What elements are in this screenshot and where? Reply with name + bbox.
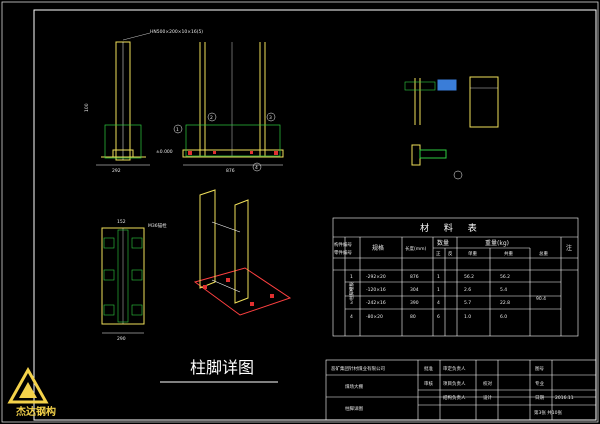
table-row: 2 -120×16 304 1 2.6 5.4 (350, 287, 507, 293)
svg-text:-292×20: -292×20 (366, 274, 386, 280)
title-block (325, 359, 597, 421)
label-discipline: 专业 (535, 380, 544, 387)
table-row: 3 -242×16 390 4 5.7 22.8 (350, 300, 510, 306)
table-row: 1 -292×20 876 1 56.2 56.2 (350, 274, 510, 280)
header-qty: 数量 (437, 239, 449, 247)
svg-text:-80×20: -80×20 (366, 314, 383, 320)
svg-text:-120×16: -120×16 (366, 287, 386, 293)
member-name: 柱脚埋板 (348, 282, 355, 300)
svg-text:1: 1 (437, 274, 440, 280)
svg-text:2.6: 2.6 (464, 287, 471, 293)
label-drawing-no: 图号 (535, 366, 544, 372)
sheet-number: 第3张 共10张 (534, 409, 563, 416)
label-design: 设计 (483, 394, 492, 401)
material-table-title: 材 料 表 (420, 222, 483, 234)
svg-text:4: 4 (350, 314, 353, 320)
column-section-label: HN500×200×10×16(5) (150, 29, 203, 35)
label-approve: 批准 (424, 365, 433, 372)
svg-text:56.2: 56.2 (464, 274, 474, 280)
label-date: 日期 (535, 395, 544, 401)
side-width-dim: 876 (226, 168, 235, 174)
drawing-name: 柱脚详图 (345, 405, 363, 412)
connection-detail-view (404, 76, 499, 180)
callout-3: 3 (269, 115, 272, 121)
design-name: 结构负责人 (443, 394, 466, 401)
header-qty-pos: 正 (436, 251, 441, 257)
front-width-dim: 292 (112, 168, 121, 174)
plan-top-dim: 152 (117, 219, 126, 225)
drawing-title: 柱脚详图 (190, 358, 254, 377)
level-label: ±0.000 (156, 149, 173, 155)
isometric-3d-view (193, 189, 292, 316)
header-total-weight: 总重 (539, 250, 548, 257)
side-elevation-view: 876 ±0.000 1 2 3 4 (156, 42, 284, 174)
project-name: 煤场大棚 (345, 383, 363, 390)
svg-text:1: 1 (350, 274, 353, 280)
anchor-label: M36锚栓 (148, 222, 167, 229)
header-length: 长度(mm) (405, 245, 427, 252)
header-part-no: 零件编号 (334, 249, 352, 256)
svg-text:6.0: 6.0 (500, 314, 507, 320)
material-table (332, 217, 579, 337)
approve-name: 审定负责人 (443, 365, 466, 372)
header-unit-weight: 单重 (468, 250, 477, 257)
svg-text:6: 6 (437, 314, 440, 320)
svg-text:4: 4 (437, 300, 440, 306)
header-member-no: 构件编号 (334, 241, 352, 248)
svg-text:56.2: 56.2 (500, 274, 510, 280)
callout-4: 4 (255, 165, 258, 171)
label-proofread: 校对 (483, 380, 492, 387)
header-note: 注 (566, 244, 572, 252)
company-logo (7, 366, 49, 404)
logo-text: 杰达钢构 (16, 407, 56, 418)
svg-text:5.4: 5.4 (500, 287, 507, 293)
header-qty-neg: 反 (448, 250, 453, 257)
header-sum-weight: 共重 (504, 250, 513, 257)
date-value: 2016.11 (555, 395, 574, 401)
base-plate-plan-view: 290 152 M36锚栓 (101, 219, 167, 342)
callout-1: 1 (176, 127, 179, 133)
plan-width-dim: 290 (117, 336, 126, 342)
svg-text:22.8: 22.8 (500, 300, 510, 306)
table-row: 4 -80×20 80 6 1.0 6.0 (350, 314, 507, 320)
svg-text:3: 3 (350, 300, 353, 306)
header-spec: 规格 (372, 244, 384, 252)
inner-frame (33, 9, 597, 421)
svg-text:1: 1 (437, 287, 440, 293)
callout-2: 2 (210, 115, 213, 121)
svg-text:80: 80 (410, 314, 416, 320)
review-name: 项目负责人 (443, 380, 466, 387)
svg-text:876: 876 (410, 274, 419, 280)
svg-text:5.7: 5.7 (464, 300, 471, 306)
svg-text:2: 2 (350, 287, 353, 293)
svg-text:1.0: 1.0 (464, 314, 471, 320)
company-name: 恶矿集团针材煤业有限公司 (331, 365, 385, 372)
total-weight-value: 90.4 (536, 296, 546, 302)
svg-text:390: 390 (410, 300, 419, 306)
svg-text:304: 304 (410, 287, 419, 293)
svg-text:-242×16: -242×16 (366, 300, 386, 306)
svg-text:100: 100 (84, 103, 90, 112)
front-elevation-view: 292 HN500×200×10×16(5) 100 (84, 29, 203, 174)
material-rows: 1 -292×20 876 1 56.2 56.2 2 -120×16 304 … (350, 274, 546, 320)
header-weight: 重量(kg) (485, 239, 509, 247)
label-check: 审核 (424, 380, 433, 387)
